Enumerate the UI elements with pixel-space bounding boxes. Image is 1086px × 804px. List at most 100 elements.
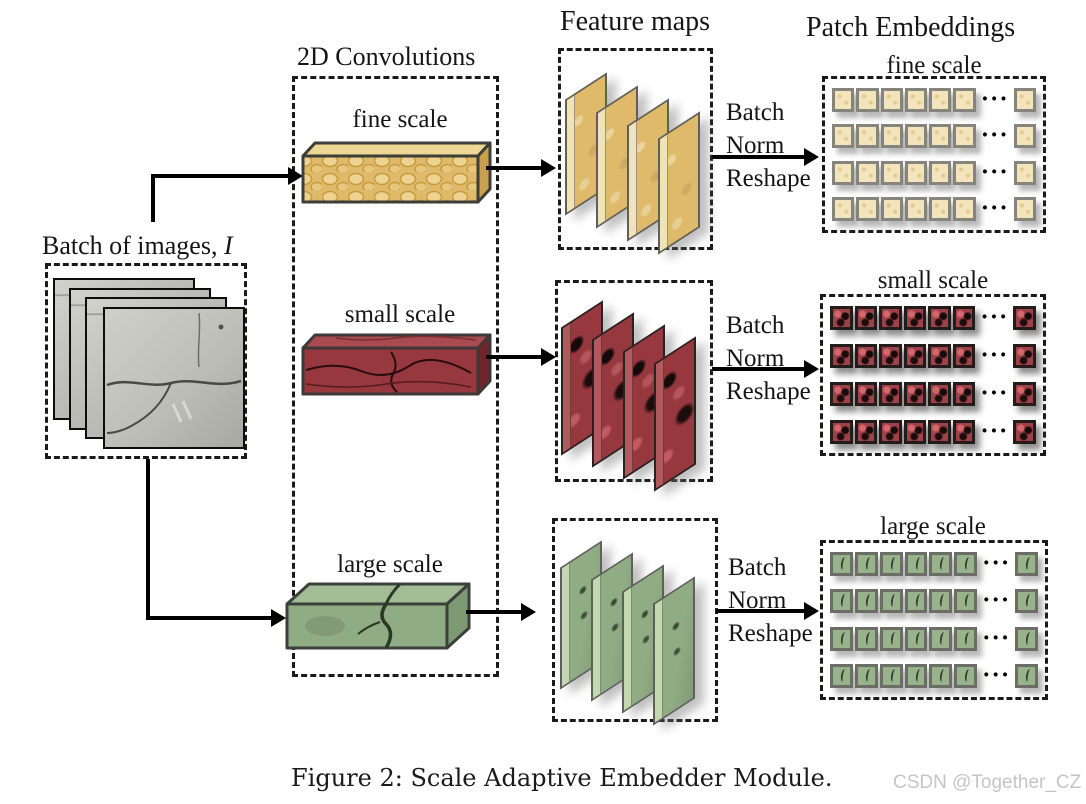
patch-row: ··· <box>830 305 1036 330</box>
conv-box-large <box>285 582 471 650</box>
patch-cell <box>904 552 928 576</box>
patch-cell <box>953 160 976 185</box>
conv-fine-label: fine scale <box>352 106 448 133</box>
patch-cell <box>903 344 927 368</box>
ellipsis: ··· <box>982 661 1011 689</box>
patch-row: ··· <box>832 87 1036 112</box>
arrow-bn-small-head <box>804 360 819 378</box>
patch-cell <box>929 124 952 149</box>
patch-cell <box>1013 88 1036 112</box>
feature-map-slab <box>654 336 696 492</box>
patch-cell <box>953 88 976 112</box>
ellipsis: ··· <box>982 550 1011 577</box>
patch-cell <box>879 420 902 444</box>
patch-cell <box>904 589 928 614</box>
patch-cell <box>830 382 853 406</box>
patch-cell <box>904 663 928 688</box>
arrow-batch-to-fine-head <box>288 167 303 185</box>
arrow-batch-to-fine-vertical <box>151 176 155 222</box>
patch-cell <box>879 306 902 330</box>
patch-cell <box>903 306 927 330</box>
bn-line: Norm <box>726 132 785 159</box>
bn-line: Batch <box>726 312 785 339</box>
patch-cell <box>954 663 978 688</box>
patch-cell <box>854 626 878 651</box>
patch-cell <box>879 663 903 688</box>
bn-block-fine: Batch Norm Reshape <box>726 96 811 195</box>
batch-label-variable: I <box>223 231 233 260</box>
arrow-batch-to-large-shaft <box>146 616 272 620</box>
arrow-batch-to-fine-shaft <box>151 174 289 178</box>
arrow-bn-fine-head <box>804 148 819 166</box>
patch-cell <box>928 344 951 368</box>
patch-cell <box>953 196 976 221</box>
patch-cell <box>879 382 902 406</box>
bn-line: Batch <box>726 99 785 126</box>
conv-heading: 2D Convolutions <box>297 42 476 71</box>
patch-cell <box>832 88 855 112</box>
patch-cell <box>830 344 853 368</box>
patch-cell <box>929 196 952 221</box>
bn-line: Reshape <box>728 620 813 647</box>
bn-line: Reshape <box>726 378 811 405</box>
patch-cell <box>904 88 928 112</box>
patch-cell <box>954 626 978 651</box>
arrow-bn-small-shaft <box>712 367 805 371</box>
arrow-fine-conv-out-head <box>541 159 556 177</box>
patch-row: ··· <box>830 661 1039 689</box>
patch-cell <box>880 160 903 185</box>
feature-maps-large-box <box>552 518 718 722</box>
arrow-fine-conv-out-shaft <box>486 166 542 170</box>
watermark: CSDN @Together_CZ <box>893 772 1082 793</box>
patch-cell <box>856 196 879 221</box>
patch-row: ··· <box>830 624 1039 652</box>
batch-image-front <box>103 307 245 449</box>
feature-maps-heading: Feature maps <box>560 6 711 37</box>
patch-cell <box>929 663 953 688</box>
patch-cell <box>854 663 878 688</box>
patch-embeddings-heading: Patch Embeddings <box>806 12 1016 43</box>
patch-cell <box>854 306 878 330</box>
ellipsis: ··· <box>980 418 1009 445</box>
patch-cell <box>879 626 903 651</box>
patch-cell <box>952 382 976 406</box>
patch-cell <box>880 88 903 112</box>
arrow-bn-large-head <box>804 602 819 620</box>
patch-cell <box>854 382 878 406</box>
patch-cell <box>830 552 853 576</box>
batch-label: Batch of images, I <box>42 231 233 261</box>
patch-cell <box>1013 344 1036 368</box>
bn-block-large: Batch Norm Reshape <box>728 551 813 650</box>
patch-cell <box>854 589 878 614</box>
ellipsis: ··· <box>982 587 1011 615</box>
ellipsis: ··· <box>982 624 1011 652</box>
patch-cell <box>903 382 927 406</box>
patch-cell <box>1015 589 1039 614</box>
patch-cell <box>904 626 928 651</box>
patch-cell <box>1015 626 1039 651</box>
bn-line: Reshape <box>726 165 811 192</box>
figure-caption: Figure 2: Scale Adaptive Embedder Module… <box>291 764 833 792</box>
patch-cell <box>854 420 878 444</box>
feature-maps-fine-box <box>558 48 713 250</box>
patch-cell <box>1013 124 1036 149</box>
patch-row: ··· <box>832 123 1036 149</box>
patch-cell <box>929 552 953 576</box>
patch-cell <box>904 124 928 149</box>
conv-box-small <box>301 333 492 396</box>
arrow-batch-to-large-head <box>271 609 286 627</box>
patch-cell <box>904 160 928 185</box>
patch-cell <box>952 344 976 368</box>
patch-row: ··· <box>830 550 1039 577</box>
patch-row: ··· <box>832 196 1036 221</box>
patch-grid-small: ············ <box>820 294 1046 456</box>
patch-cell <box>928 306 951 330</box>
patch-cell <box>856 88 879 112</box>
patch-cell <box>1013 196 1036 221</box>
patch-cell <box>880 196 903 221</box>
patch-cell <box>830 663 853 688</box>
patch-row: ··· <box>830 381 1036 406</box>
arrow-small-conv-out-shaft <box>486 355 542 359</box>
arrow-large-conv-out-head <box>521 603 536 621</box>
